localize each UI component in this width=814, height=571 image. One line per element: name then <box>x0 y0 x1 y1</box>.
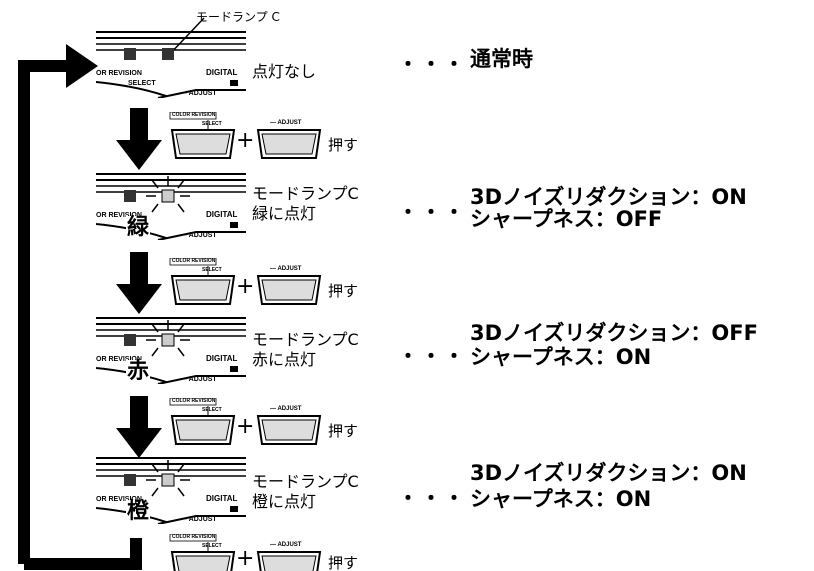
panel-color-revision: OR REVISION <box>96 356 142 363</box>
btn-select-label: SELECT <box>202 407 222 413</box>
dots-2: ・・・ <box>398 344 467 368</box>
lamp-status-3b: 橙に点灯 <box>252 492 317 511</box>
push-label: 押す <box>328 282 359 300</box>
btn-color-revision-label: COLOR REVISION <box>172 398 216 404</box>
panel-adjust: — ADJUST <box>180 232 217 239</box>
btn-adjust-label: — ADJUST <box>270 542 302 548</box>
lamp-color-char-1: 緑 <box>126 215 151 240</box>
panel-select: SELECT <box>128 80 156 87</box>
push-label: 押す <box>328 422 359 440</box>
panel-adjust: — ADJUST <box>180 90 217 97</box>
plus-sign: + <box>236 414 255 439</box>
down-arrow-3 <box>116 396 162 458</box>
panel-color-revision: OR REVISION <box>96 212 142 219</box>
push-label: 押す <box>328 554 359 571</box>
panel-color-revision: OR REVISION <box>96 496 142 503</box>
result-0: 通常時 <box>470 47 533 71</box>
panel-adjust: — ADJUST <box>180 516 217 523</box>
button-row-1: COLOR REVISION SELECT + — ADJUST 押す <box>168 112 388 162</box>
panel-state-1: OR REVISION DIGITAL — ADJUST 緑 <box>96 170 246 240</box>
btn-select-label: SELECT <box>202 121 222 127</box>
callout-label: モードランプ C <box>196 10 280 24</box>
lamp-status-2a: モードランプC <box>252 330 359 349</box>
button-row-4: COLOR REVISION SELECT + — ADJUST 押す <box>168 534 388 571</box>
panel-state-2: OR REVISION DIGITAL — ADJUST 赤 <box>96 314 246 384</box>
panel-adjust: — ADJUST <box>180 376 217 383</box>
btn-adjust-label: — ADJUST <box>270 266 302 272</box>
lamp-status-3a: モードランプC <box>252 472 359 491</box>
btn-color-revision-label: COLOR REVISION <box>172 112 216 118</box>
lamp-status-2b: 赤に点灯 <box>252 350 317 369</box>
btn-select-label: SELECT <box>202 267 222 273</box>
plus-sign: + <box>236 546 255 571</box>
btn-adjust-label: — ADJUST <box>270 120 302 126</box>
push-label: 押す <box>328 136 359 154</box>
result-1a: 3Dノイズリダクション：ON <box>470 185 747 209</box>
button-row-3: COLOR REVISION SELECT + — ADJUST 押す <box>168 398 388 448</box>
result-2a: 3Dノイズリダクション：OFF <box>470 321 758 345</box>
return-loop-arrow <box>18 44 142 570</box>
dots-3: ・・・ <box>398 486 467 510</box>
result-3b: シャープネス：ON <box>470 487 652 511</box>
button-row-2: COLOR REVISION SELECT + — ADJUST 押す <box>168 258 388 308</box>
lamp-status-1a: モードランプC <box>252 184 359 203</box>
dots-1: ・・・ <box>398 200 467 224</box>
lamp-status-0: 点灯なし <box>252 62 317 81</box>
btn-color-revision-label: COLOR REVISION <box>172 258 216 264</box>
btn-color-revision-label: COLOR REVISION <box>172 534 216 540</box>
result-2b: シャープネス：ON <box>470 345 652 369</box>
down-arrow-2 <box>116 252 162 314</box>
result-1b: シャープネス：OFF <box>470 207 663 231</box>
panel-digital: DIGITAL <box>206 354 238 363</box>
panel-color-revision: OR REVISION <box>96 70 142 77</box>
plus-sign: + <box>236 128 255 153</box>
lamp-color-char-3: 橙 <box>126 499 151 524</box>
dots-0: ・・・ <box>398 52 467 76</box>
btn-adjust-label: — ADJUST <box>270 406 302 412</box>
panel-state-0: OR REVISION SELECT DIGITAL — ADJUST <box>96 28 246 98</box>
btn-select-label: SELECT <box>202 543 222 549</box>
plus-sign: + <box>236 274 255 299</box>
result-3a: 3Dノイズリダクション：ON <box>470 461 747 485</box>
lamp-status-1b: 緑に点灯 <box>252 204 317 223</box>
panel-digital: DIGITAL <box>206 494 238 503</box>
panel-digital: DIGITAL <box>206 68 238 77</box>
panel-state-3: OR REVISION DIGITAL — ADJUST 橙 <box>96 454 246 524</box>
lamp-color-char-2: 赤 <box>126 359 151 384</box>
panel-digital: DIGITAL <box>206 210 238 219</box>
down-arrow-1 <box>116 108 162 170</box>
